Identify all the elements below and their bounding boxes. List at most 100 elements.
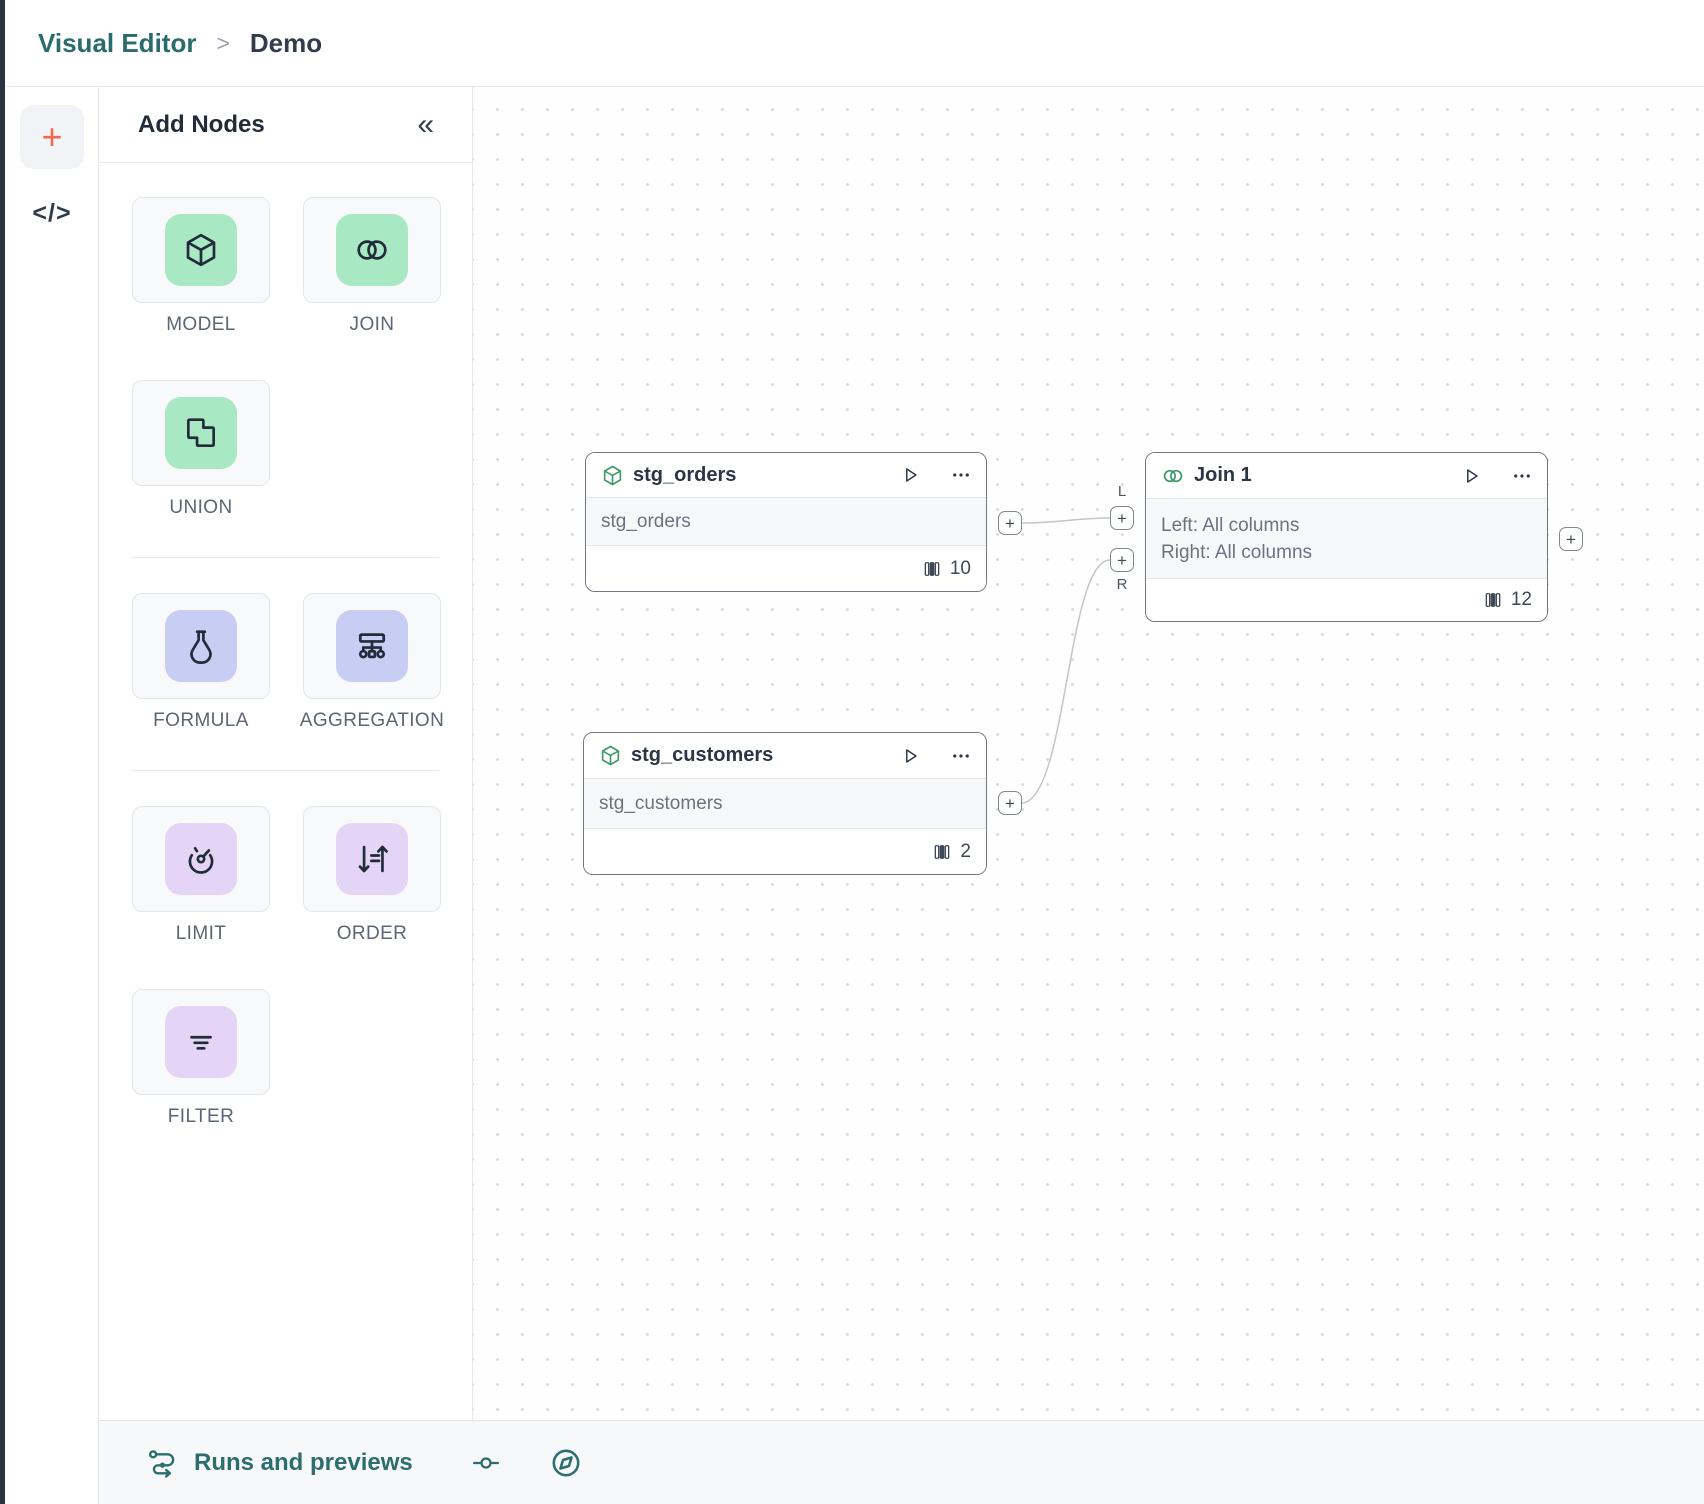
columns-icon (935, 844, 950, 859)
palette-body: MODEL JOIN (99, 163, 472, 1128)
palette-item-limit: LIMIT (132, 806, 270, 945)
node-source-label: stg_orders (601, 511, 691, 532)
window-edge (0, 0, 5, 1504)
tile-label: FILTER (167, 1106, 235, 1127)
breadcrumb-section[interactable]: Visual Editor (38, 27, 197, 58)
panel-title: Add Nodes (138, 110, 265, 138)
play-icon (1467, 468, 1478, 483)
order-tile-button[interactable] (303, 806, 441, 912)
play-icon (906, 468, 917, 482)
join-output-port[interactable]: + (1559, 527, 1583, 551)
node-menu-button[interactable] (951, 746, 971, 766)
union-tile-button[interactable] (132, 380, 270, 486)
run-node-button[interactable] (899, 464, 921, 486)
route-icon (148, 1449, 175, 1478)
breadcrumb-page-title: Demo (249, 27, 323, 58)
tile-label: LIMIT (175, 923, 227, 944)
columns-icon (1485, 593, 1501, 607)
commit-icon (472, 1456, 499, 1469)
node-header: stg_customers (584, 733, 986, 778)
venn-icon (336, 214, 408, 286)
plus-icon: + (1117, 508, 1127, 528)
ellipsis-icon (953, 473, 969, 477)
tile-label: JOIN (349, 314, 395, 335)
runs-and-previews-button[interactable] (147, 1447, 179, 1479)
add-nodes-panel-header: Add Nodes « (99, 87, 472, 163)
plus-icon: + (1117, 550, 1127, 570)
palette-item-formula: FORMULA (132, 593, 270, 732)
join-right-input-port[interactable]: + (1110, 548, 1134, 572)
cube-icon (601, 745, 620, 766)
breadcrumb-separator: > (216, 29, 230, 56)
commit-button[interactable] (471, 1448, 501, 1478)
join-tile-button[interactable] (303, 197, 441, 303)
run-node-button[interactable] (899, 745, 921, 767)
join-left-config: Left: All columns (1161, 514, 1300, 536)
node-join-1[interactable]: Join 1 Left: All columns Right: All colu… (1145, 452, 1548, 622)
node-source-label: stg_customers (599, 793, 723, 814)
plus-icon: + (1566, 529, 1576, 549)
palette-item-filter: FILTER (132, 989, 270, 1128)
palette-item-union: UNION (132, 380, 270, 519)
plus-icon: + (41, 116, 63, 157)
plus-icon: + (1005, 513, 1015, 533)
code-view-button[interactable]: </> (5, 199, 99, 228)
collapse-panel-button[interactable]: « (417, 107, 436, 141)
stg-orders-output-port[interactable]: + (998, 511, 1022, 535)
formula-tile-button[interactable] (132, 593, 270, 699)
code-icon: </> (32, 199, 72, 227)
join-right-config: Right: All columns (1161, 541, 1313, 563)
limit-tile-button[interactable] (132, 806, 270, 912)
aggregation-tile-button[interactable] (303, 593, 441, 699)
node-stg-orders[interactable]: stg_orders stg_orders 10 (585, 452, 987, 592)
palette-divider (132, 557, 439, 558)
node-footer: 2 (584, 829, 986, 874)
node-stg-customers[interactable]: stg_customers stg_customers 2 (583, 732, 987, 875)
filter-tile-button[interactable] (132, 989, 270, 1095)
filter-icon (165, 1006, 237, 1078)
column-count: 12 (1510, 589, 1532, 610)
ellipsis-icon (1514, 473, 1530, 478)
cube-icon (603, 465, 622, 485)
node-title: stg_customers (631, 744, 774, 766)
node-title: stg_orders (633, 463, 737, 486)
tile-label: FORMULA (153, 710, 249, 731)
model-tile-button[interactable] (132, 197, 270, 303)
column-count: 2 (960, 840, 971, 862)
stg-customers-output-port[interactable]: + (998, 791, 1022, 815)
join-left-port-label: L (1117, 483, 1127, 500)
plus-icon: + (1005, 793, 1015, 813)
add-nodes-panel: Add Nodes « MODEL (99, 87, 473, 1420)
flask-icon (165, 610, 237, 682)
left-rail: + </> (5, 87, 99, 1504)
flow-canvas[interactable]: stg_orders stg_orders 10 (473, 87, 1704, 1420)
union-icon (165, 397, 237, 469)
node-footer: 12 (1146, 579, 1547, 621)
node-menu-button[interactable] (1512, 466, 1532, 486)
run-node-button[interactable] (1460, 465, 1482, 487)
tile-label: UNION (169, 497, 233, 518)
node-body: stg_customers (584, 778, 986, 829)
join-right-port-label: R (1116, 576, 1128, 593)
node-title: Join 1 (1194, 464, 1252, 486)
add-node-button[interactable]: + (20, 105, 84, 169)
play-icon (906, 748, 917, 763)
runs-and-previews-label[interactable]: Runs and previews (194, 1448, 413, 1476)
columns-icon (924, 561, 940, 576)
node-menu-button[interactable] (951, 465, 971, 485)
compass-icon (552, 1449, 580, 1476)
palette-item-order: ORDER (303, 806, 441, 945)
palette-divider (132, 770, 439, 771)
bottom-bar: Runs and previews (99, 1420, 1704, 1504)
tile-label: AGGREGATION (299, 710, 445, 731)
join-left-input-port[interactable]: + (1110, 506, 1134, 530)
ellipsis-icon (953, 753, 969, 758)
node-footer: 10 (586, 546, 986, 591)
node-body: Left: All columns Right: All columns (1146, 498, 1547, 579)
gauge-icon (165, 823, 237, 895)
sort-icon (336, 823, 408, 895)
hierarchy-icon (336, 610, 408, 682)
tile-label: MODEL (166, 314, 236, 335)
navigate-button[interactable] (549, 1446, 583, 1480)
